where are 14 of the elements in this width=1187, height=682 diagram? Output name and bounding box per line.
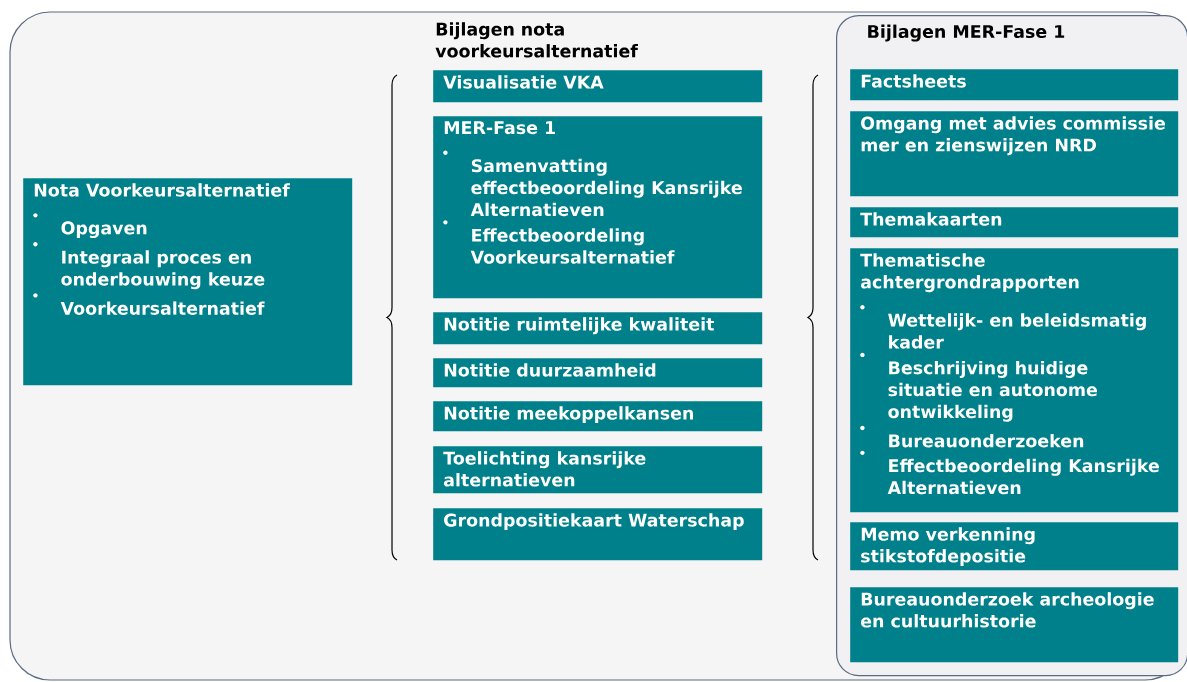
text-box: Thematische achtergrondrapporten Wettelijk- en beleidsmatig kader Beschrijving huidige situatie en autonome ontwikkeling Bureauonderzoeken Effectbeoordeling Kansrijke Alternatieven [850,248,1179,513]
text-box: Toelichting kansrijke alternatieven [433,446,763,494]
text-box: Omgang met advies commissie mer en zienswijzen NRD [850,111,1179,197]
text-box: Bureauonderzoek archeologie en cultuurhistorie [850,587,1179,663]
text-box: Grondpositiekaart Waterschap [433,508,763,561]
text-box: MER-Fase 1 Samenvatting effectbeoordeling Kansrijke Alternatieven Effectbeoordeling Voorkeursalternatief [433,116,763,299]
text-box: Themakaarten [850,207,1179,238]
text-box: Notitie ruimtelijke kwaliteit [433,312,763,345]
text-box: Factsheets [850,69,1179,101]
text-box: Memo verkenning stikstofdepositie [850,522,1179,571]
text-box: Visualisatie VKA [433,70,763,103]
text-box: Nota Voorkeursalternatief Opgaven Integraal proces en onderbouwing keuze Voorkeursalternatief [23,178,353,386]
text-box: Notitie duurzaamheid [433,358,763,388]
text-box: Notitie meekoppelkansen [433,401,763,432]
